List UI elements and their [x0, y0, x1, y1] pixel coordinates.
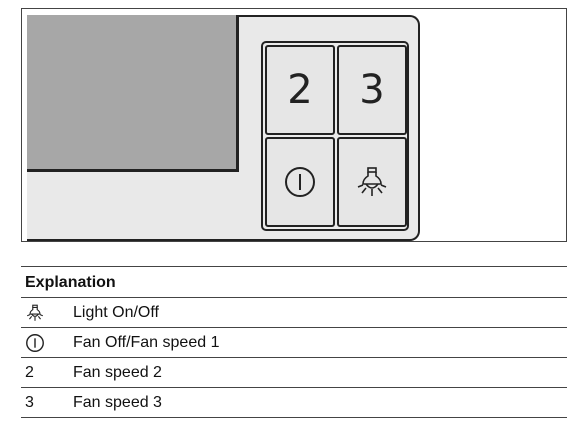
symbol-cell: 2	[25, 364, 34, 381]
fan-speed-3-label: 3	[359, 67, 385, 113]
explanation-table: Explanation Light On/Off Fan Off/Fan spe…	[21, 266, 567, 418]
power-icon	[285, 167, 315, 197]
description-cell: Fan speed 3	[73, 394, 162, 411]
fan-speed-2-button[interactable]: 2	[265, 45, 335, 135]
table-row: 2 Fan speed 2	[21, 358, 567, 388]
light-button[interactable]	[337, 137, 407, 227]
fan-off-speed-1-button[interactable]	[265, 137, 335, 227]
symbol-cell	[25, 334, 47, 352]
symbol-cell	[25, 304, 47, 322]
table-title: Explanation	[25, 274, 116, 291]
symbol-cell: 3	[25, 394, 34, 411]
display-screen	[27, 15, 239, 172]
power-icon	[26, 334, 44, 352]
button-group: 2 3	[261, 41, 409, 231]
control-panel-figure: 2 3	[21, 8, 567, 242]
fan-speed-2-label: 2	[287, 67, 313, 113]
table-header: Explanation	[21, 266, 567, 298]
description-cell: Fan speed 2	[73, 364, 162, 381]
table-row: 3 Fan speed 3	[21, 388, 567, 418]
description-cell: Light On/Off	[73, 304, 159, 321]
table-row: Light On/Off	[21, 298, 567, 328]
table-row: Fan Off/Fan speed 1	[21, 328, 567, 358]
fan-speed-3-button[interactable]: 3	[337, 45, 407, 135]
description-cell: Fan Off/Fan speed 1	[73, 334, 220, 351]
light-bulb-icon	[357, 167, 387, 196]
light-bulb-icon	[27, 304, 43, 321]
